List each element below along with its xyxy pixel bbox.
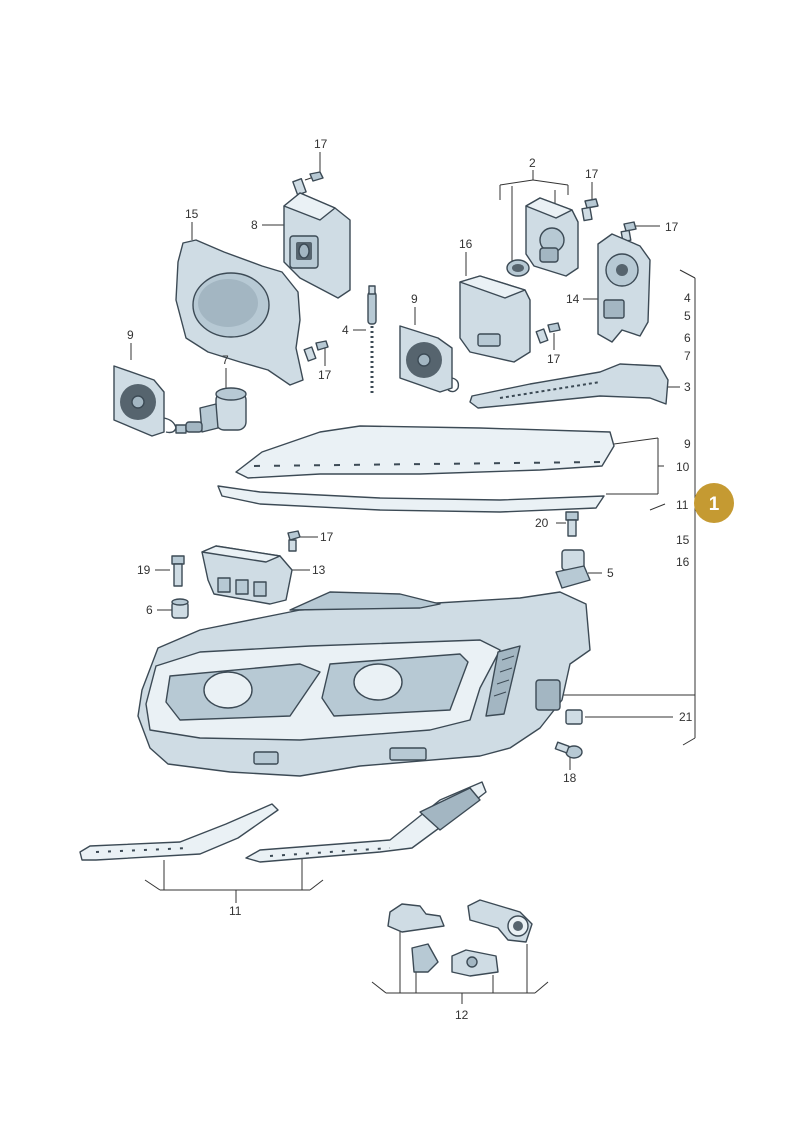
label-17-e: 17 (547, 352, 561, 366)
screw-17-e (535, 322, 561, 344)
label-right-5: 5 (684, 309, 691, 323)
label-right-16: 16 (676, 555, 690, 569)
label-2: 2 (529, 156, 536, 170)
label-11-bottom: 11 (229, 904, 242, 918)
cover-plate-15 (175, 239, 304, 386)
screw-17-f (287, 530, 301, 552)
label-right-9: 9 (684, 437, 691, 451)
label-right-11: 11 (676, 498, 689, 512)
headlight-housing (137, 591, 591, 777)
label-right-10: 10 (676, 460, 690, 474)
clip-21 (565, 709, 583, 725)
label-17-top: 17 (314, 137, 328, 151)
screw-20 (565, 511, 579, 537)
module-group-2 (506, 197, 579, 277)
label-6: 6 (146, 603, 153, 617)
label-21: 21 (679, 710, 693, 724)
actuator-7 (185, 387, 247, 433)
leader-lines (130, 152, 696, 1004)
label-17-d: 17 (318, 368, 332, 382)
fan-9-left (113, 365, 187, 437)
screw-17-d (303, 340, 329, 362)
screw-18 (554, 741, 583, 759)
module-13 (201, 545, 293, 605)
label-14: 14 (566, 292, 580, 306)
adjuster-5 (555, 549, 591, 589)
label-15: 15 (185, 207, 199, 221)
side-bracket-3 (469, 363, 669, 409)
label-9-left: 9 (127, 328, 134, 342)
label-right-7: 7 (684, 349, 691, 363)
label-13: 13 (312, 563, 326, 577)
fan-9-middle (399, 325, 460, 393)
label-17-f: 17 (320, 530, 334, 544)
screw-17-b (581, 198, 599, 222)
label-12: 12 (455, 1008, 469, 1022)
trim-strip-9-10 (235, 425, 615, 479)
label-5: 5 (607, 566, 614, 580)
label-4: 4 (342, 323, 349, 337)
screw-19 (171, 555, 185, 587)
label-16: 16 (459, 237, 473, 251)
trim-strip-11 (217, 485, 605, 513)
label-right-6: 6 (684, 331, 691, 345)
label-3: 3 (684, 380, 691, 394)
label-18: 18 (563, 771, 577, 785)
brackets-12 (387, 899, 533, 977)
plug-6 (171, 598, 189, 619)
label-17-c: 17 (665, 220, 679, 234)
ballast-module-8 (283, 192, 351, 299)
callout-badge[interactable]: 1 (694, 483, 734, 523)
label-9-middle: 9 (411, 292, 418, 306)
cable-strap-4 (367, 285, 377, 395)
label-17-b: 17 (585, 167, 599, 181)
label-8: 8 (251, 218, 258, 232)
label-right-4: 4 (684, 291, 691, 305)
label-7: 7 (222, 353, 229, 367)
lower-trim-strips-11 (79, 781, 487, 863)
callout-number: 1 (709, 494, 720, 515)
bracket-14 (597, 233, 651, 343)
part-number-labels: 17 2 17 17 15 8 16 14 4 9 17 17 9 7 3 4 … (127, 137, 693, 1022)
label-right-15: 15 (676, 533, 690, 547)
label-19: 19 (137, 563, 151, 577)
control-unit-16 (459, 275, 531, 363)
screw-17-top (292, 171, 324, 196)
label-20: 20 (535, 516, 549, 530)
